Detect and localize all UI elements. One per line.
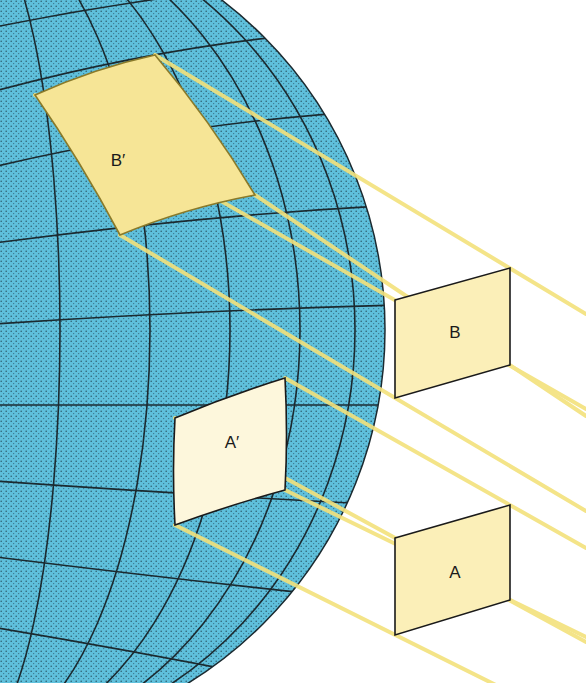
flat-panel: A [390,500,515,640]
graticule [0,0,400,683]
sun-rays [35,55,586,683]
globe-texture [0,0,385,683]
projected-area-shape [168,372,292,530]
projected-area: A′ [168,372,292,530]
flat-panel: B [390,263,515,403]
globe-outline [0,0,385,683]
projected-area-shape [28,48,262,242]
area-label: A [449,564,460,581]
globe [0,0,385,683]
projected-area: B′ [28,48,262,242]
area-label: A′ [225,434,240,451]
area-label: B [449,324,460,341]
area-label: B′ [111,152,126,169]
